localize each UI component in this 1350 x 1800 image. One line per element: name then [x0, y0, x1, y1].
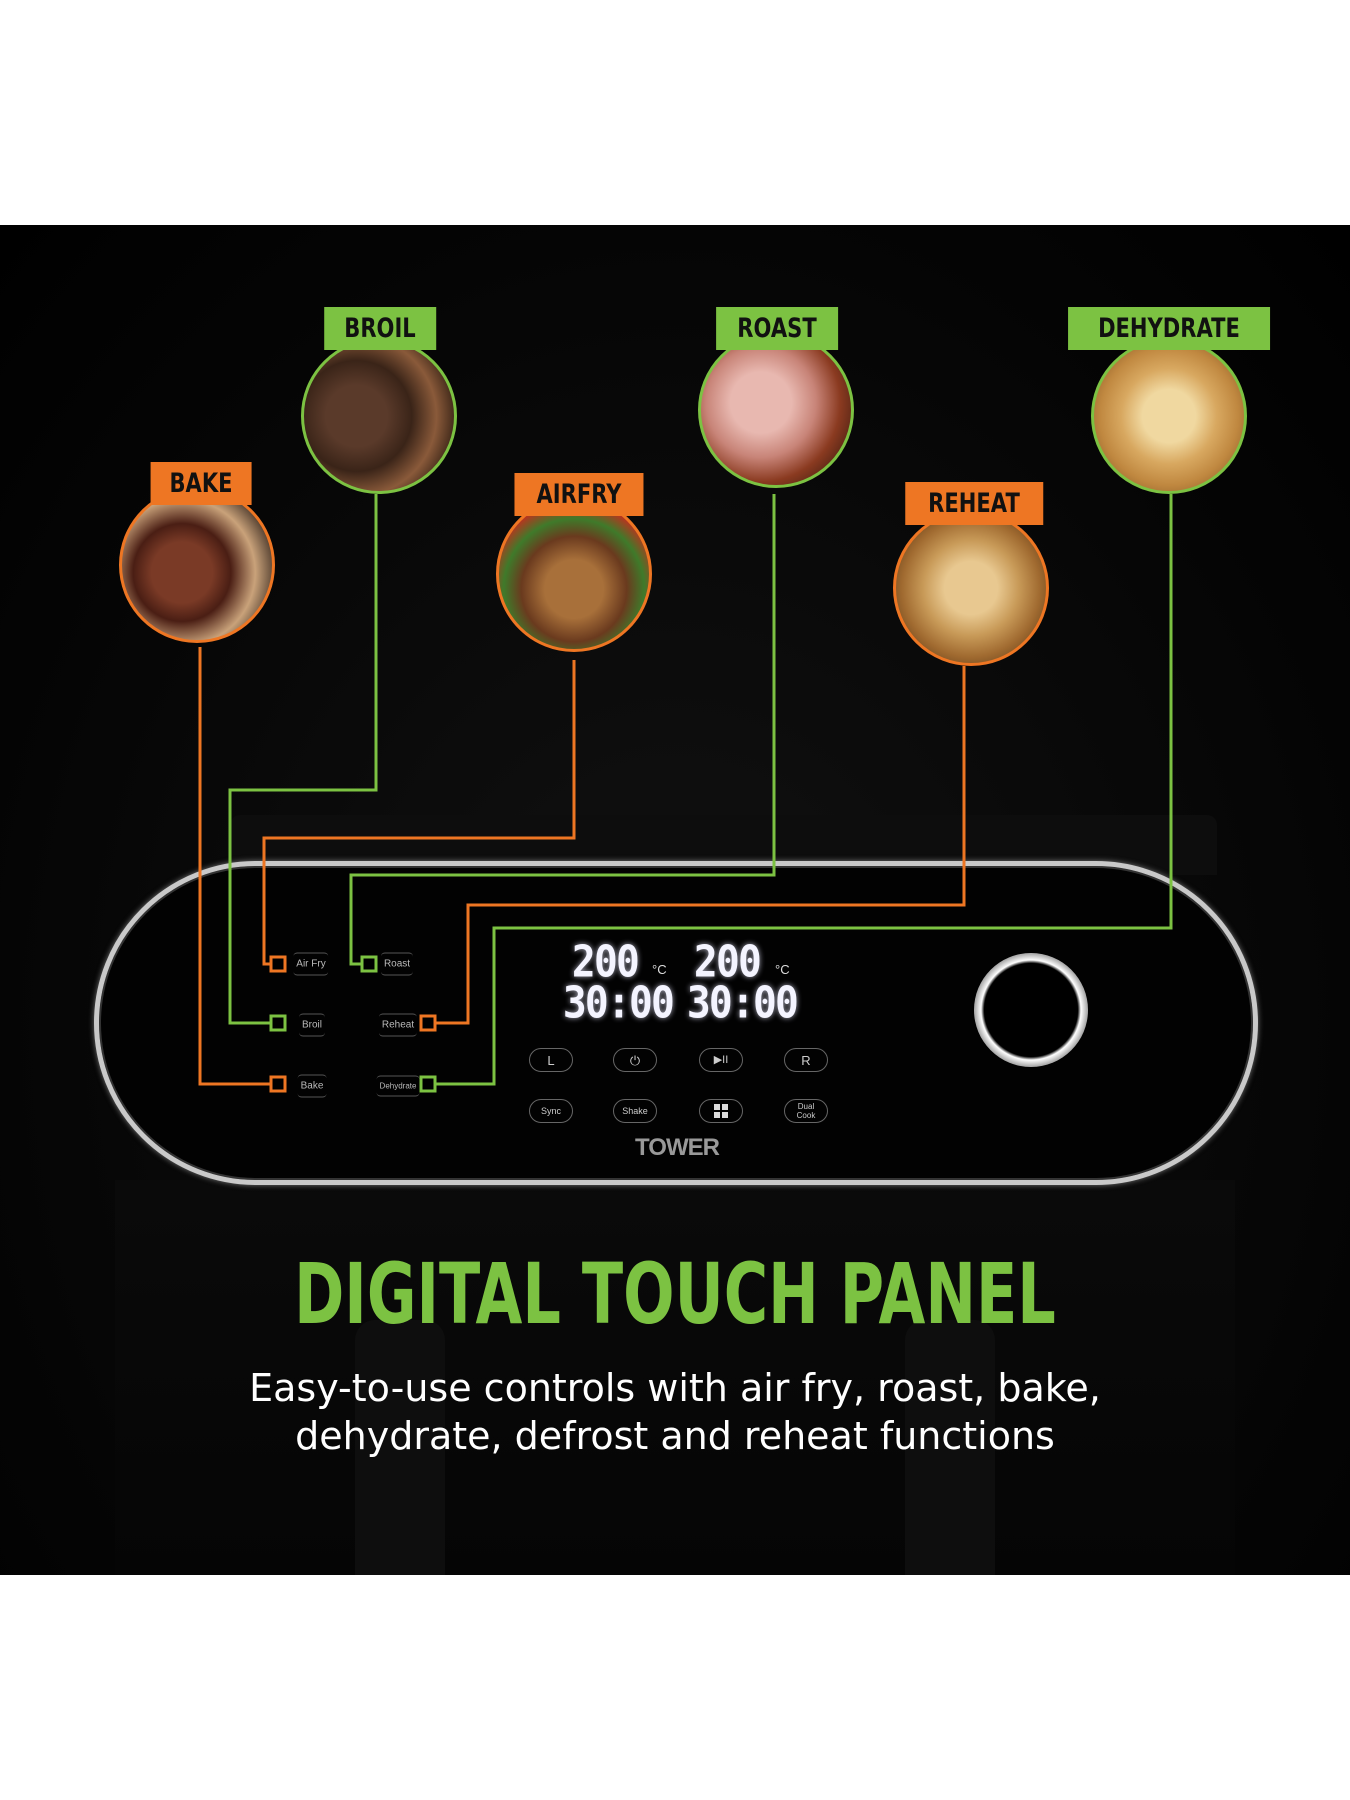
roast-label: ROAST — [716, 307, 838, 350]
dual-cook-label-1: Dual — [797, 1102, 815, 1111]
right-temp-unit: °C — [775, 962, 790, 977]
broil-connector — [228, 494, 378, 1025]
airfry-label: AIRFRY — [514, 473, 644, 516]
fryer-handle-right — [905, 1320, 995, 1575]
play-pause-button[interactable]: ▶II — [699, 1048, 743, 1072]
right-temperature: 200 — [693, 936, 762, 988]
shake-button[interactable]: Shake — [613, 1099, 657, 1123]
dual-cook-label-2: Cook — [796, 1111, 816, 1120]
control-knob[interactable] — [974, 953, 1088, 1067]
left-temp-unit: °C — [652, 962, 667, 977]
dehydrate-label: DEHYDRATE — [1068, 307, 1270, 350]
presets-button[interactable] — [699, 1099, 743, 1123]
power-button[interactable]: ⏻ — [613, 1048, 657, 1072]
subtitle-line-1: Easy-to-use controls with air fry, roast… — [249, 1366, 1101, 1410]
roast-connector — [349, 494, 776, 966]
dehydrate-button[interactable]: Dehydrate — [376, 1075, 420, 1097]
dehydrate-image — [1091, 338, 1247, 494]
power-icon: ⏻ — [629, 1052, 641, 1068]
airfry-image — [496, 496, 652, 652]
bake-image — [119, 487, 275, 643]
headline: DIGITAL TOUCH PANEL — [294, 1245, 1056, 1343]
air-fry-button[interactable]: Air Fry — [293, 952, 329, 976]
fryer-base — [115, 1180, 1235, 1575]
bake-label: BAKE — [150, 462, 252, 505]
reheat-label: REHEAT — [905, 482, 1043, 525]
reheat-button[interactable]: Reheat — [378, 1013, 418, 1037]
left-time: 30:00 — [562, 977, 675, 1029]
broil-label: BROIL — [324, 307, 436, 350]
broil-image — [301, 338, 457, 494]
right-time: 30:00 — [686, 977, 799, 1029]
subtitle: Easy-to-use controls with air fry, roast… — [0, 1364, 1350, 1460]
left-zone-button[interactable]: L — [529, 1048, 573, 1072]
left-temperature: 200 — [571, 936, 640, 988]
roast-button[interactable]: Roast — [380, 952, 414, 976]
broil-button[interactable]: Broil — [298, 1013, 326, 1037]
dual-cook-button[interactable]: Dual Cook — [784, 1099, 828, 1123]
play-pause-icon: ▶II — [713, 1053, 729, 1066]
roast-image — [698, 332, 854, 488]
right-zone-button[interactable]: R — [784, 1048, 828, 1072]
dehydrate-connector — [434, 494, 1173, 1086]
fryer-handle-left — [355, 1320, 445, 1575]
bake-connector — [198, 647, 272, 1086]
grid-icon — [714, 1104, 728, 1118]
sync-button[interactable]: Sync — [529, 1099, 573, 1123]
reheat-connector — [434, 666, 966, 1025]
subtitle-line-2: dehydrate, defrost and reheat functions — [295, 1414, 1055, 1458]
reheat-image — [893, 510, 1049, 666]
bake-button[interactable]: Bake — [297, 1074, 327, 1098]
brand-logo: TOWER — [635, 1134, 720, 1161]
airfry-connector — [262, 660, 576, 966]
